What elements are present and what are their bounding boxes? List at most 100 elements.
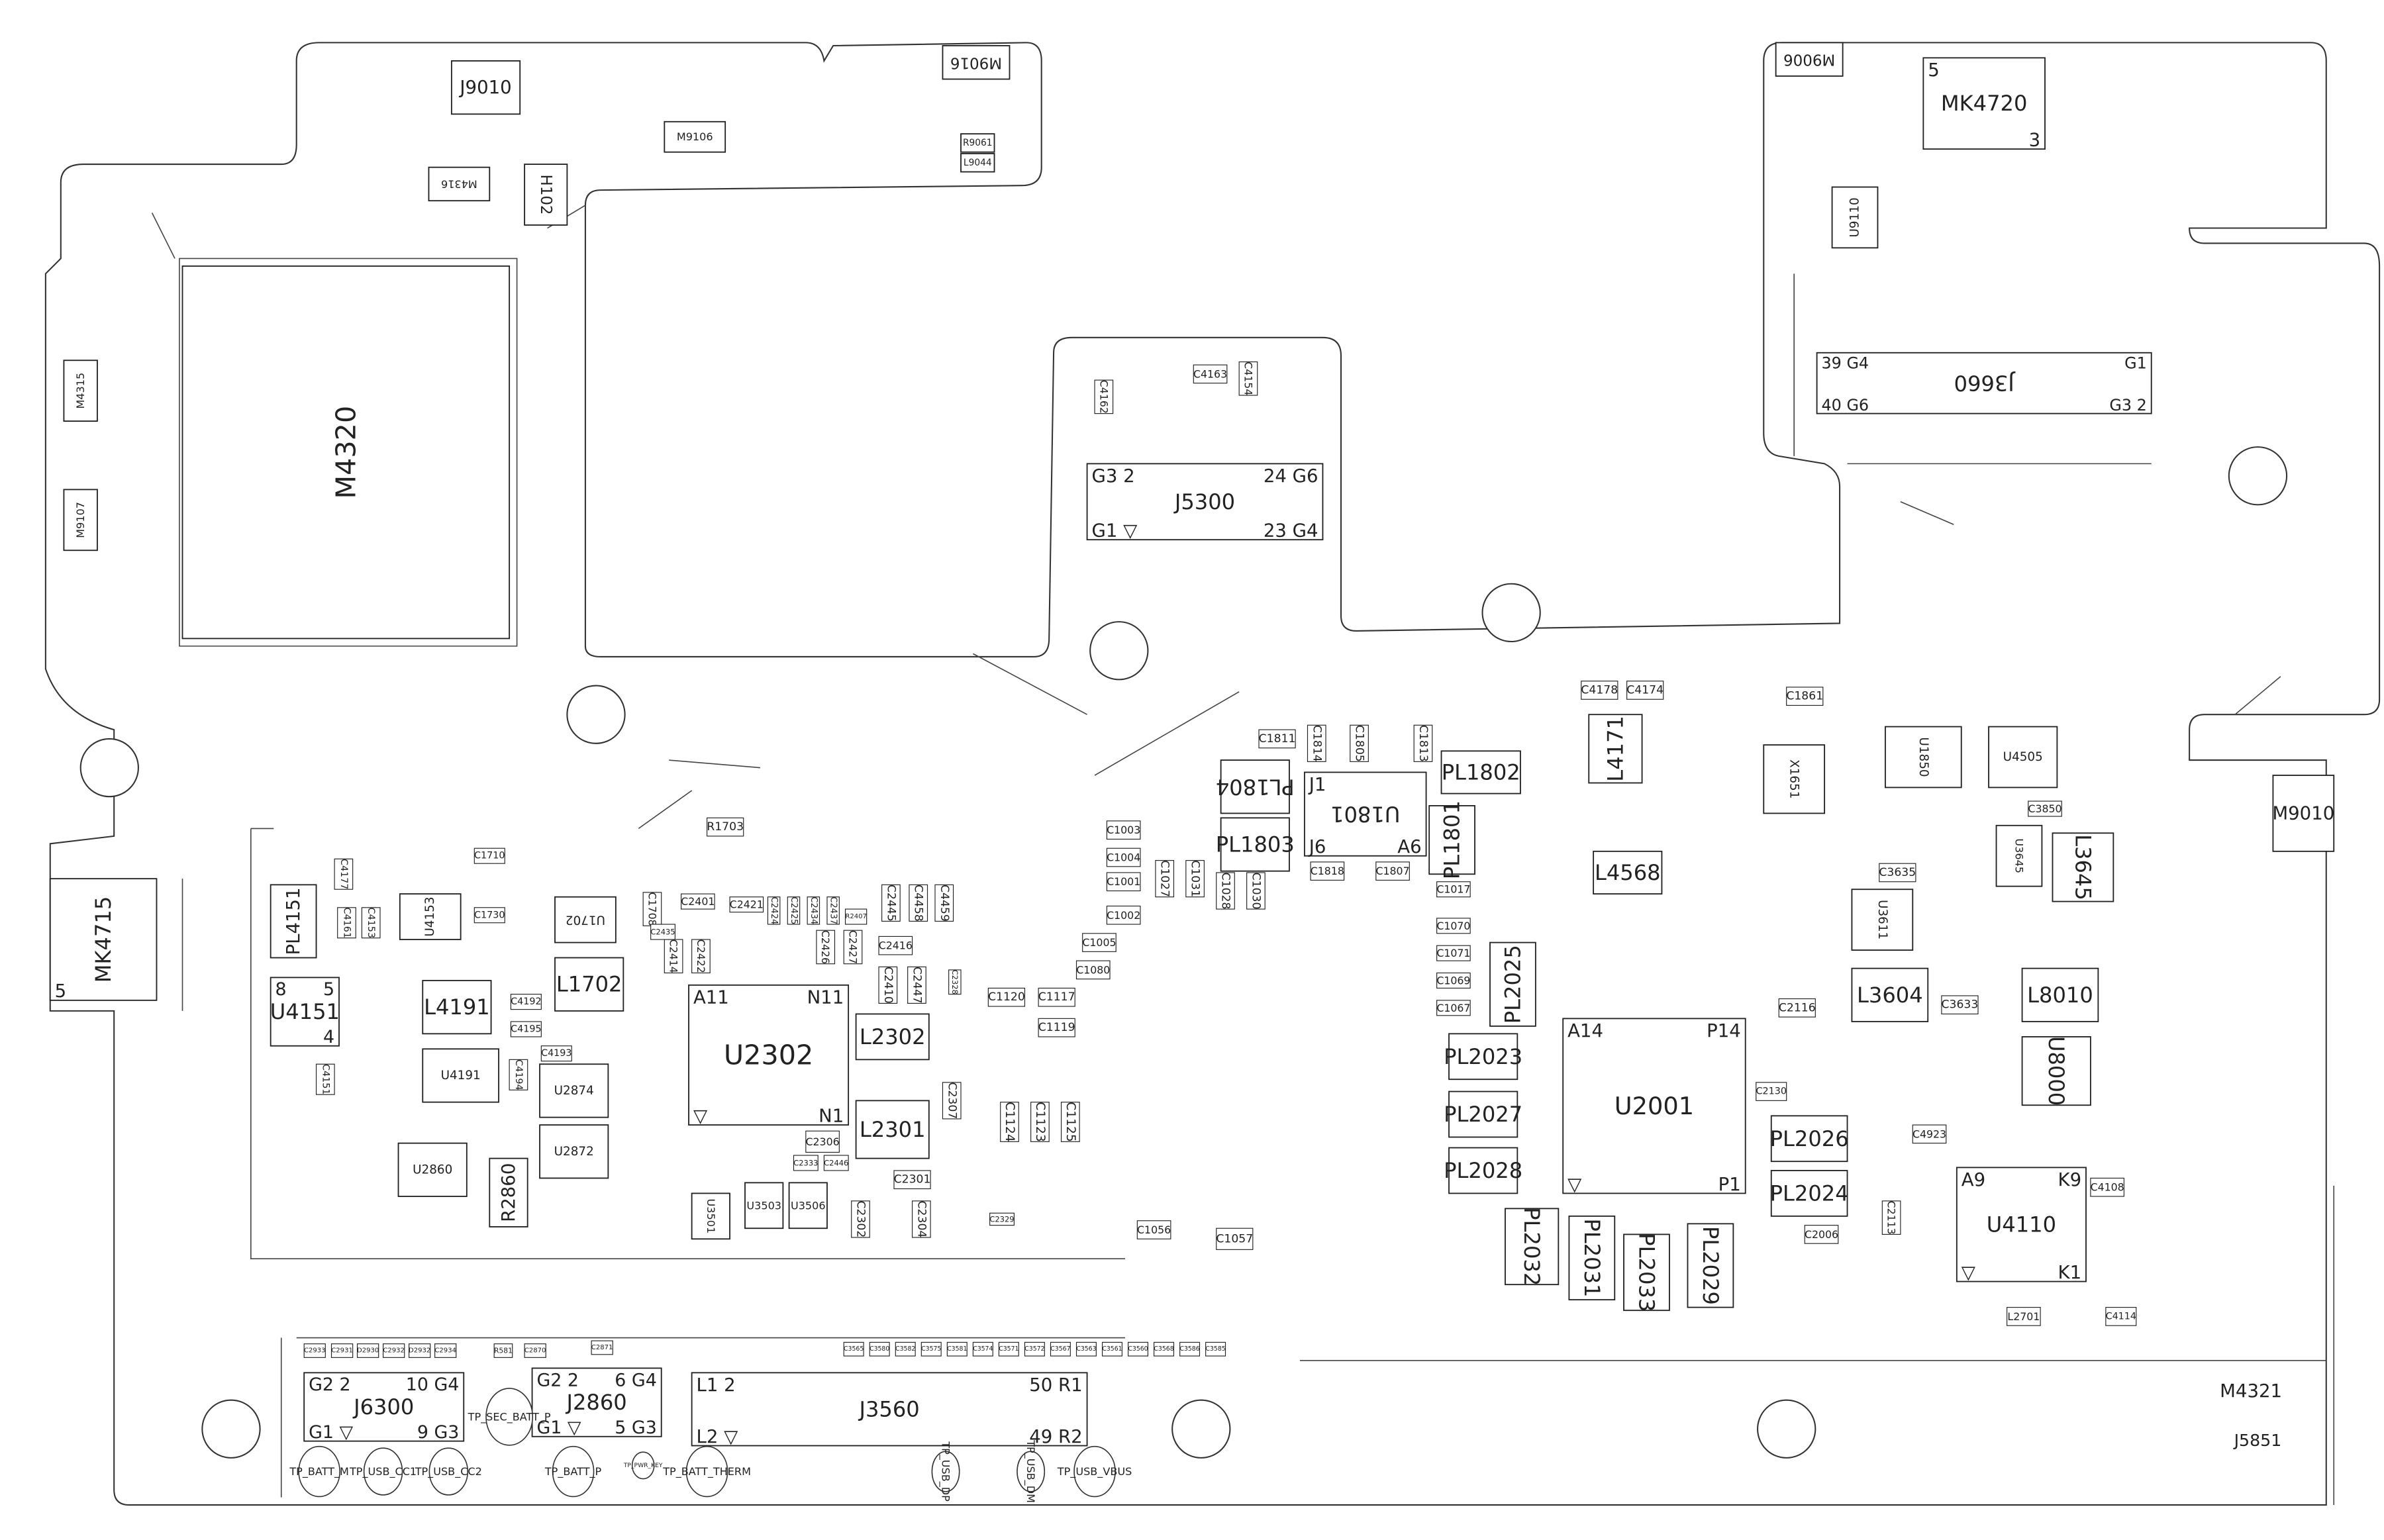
test-point-tp-usb-cc1[interactable]: TP_USB_CC1 xyxy=(349,1447,417,1496)
part-c2421[interactable]: C2421 xyxy=(729,896,764,913)
component-pl1802[interactable]: PL1802 xyxy=(1440,750,1521,794)
part-c1002[interactable]: C1002 xyxy=(1106,905,1141,925)
component-u1702[interactable]: U1702 xyxy=(554,896,617,943)
part-c1807[interactable]: C1807 xyxy=(1375,861,1410,881)
component-pl2025[interactable]: PL2025 xyxy=(1489,941,1536,1027)
part-c4194[interactable]: C4194 xyxy=(509,1059,528,1090)
test-point-tp-usb-dm[interactable]: TP_USB_DM xyxy=(1017,1439,1046,1503)
part-c2932[interactable]: C2932 xyxy=(382,1343,405,1358)
part-c2113[interactable]: C2113 xyxy=(1881,1200,1901,1235)
part-c1708[interactable]: C1708 xyxy=(642,892,662,926)
part-c1814[interactable]: C1814 xyxy=(1307,724,1326,762)
part-c3563[interactable]: C3563 xyxy=(1075,1341,1097,1357)
part-c1067[interactable]: C1067 xyxy=(1436,1000,1471,1016)
part-c4161[interactable]: C4161 xyxy=(337,907,356,939)
part-c2328[interactable]: C2328 xyxy=(948,969,962,995)
part-c1805[interactable]: C1805 xyxy=(1350,724,1369,762)
part-c2446[interactable]: C2446 xyxy=(823,1155,849,1171)
part-c1124[interactable]: C1124 xyxy=(1000,1102,1019,1142)
component-l9044[interactable]: L9044 xyxy=(960,153,995,173)
part-l2701[interactable]: L2701 xyxy=(2007,1307,2041,1326)
component-u3501[interactable]: U3501 xyxy=(691,1192,730,1240)
part-c1001[interactable]: C1001 xyxy=(1106,872,1141,892)
part-c1813[interactable]: C1813 xyxy=(1413,724,1433,762)
part-c3574[interactable]: C3574 xyxy=(972,1341,993,1357)
part-c1069[interactable]: C1069 xyxy=(1436,972,1471,989)
part-c2437[interactable]: C2437 xyxy=(826,896,840,925)
part-c1028[interactable]: C1028 xyxy=(1216,872,1235,910)
component-m9107[interactable]: M9107 xyxy=(63,489,98,552)
test-point-tp-pwr-key[interactable]: TP_PWR_KEY xyxy=(623,1451,663,1480)
component-u3503[interactable]: U3503 xyxy=(744,1182,784,1229)
part-c4153[interactable]: C4153 xyxy=(361,907,381,939)
part-c1071[interactable]: C1071 xyxy=(1436,945,1471,961)
part-c3635[interactable]: C3635 xyxy=(1879,863,1916,883)
component-pl2026[interactable]: PL2026 xyxy=(1770,1115,1849,1163)
test-point-tp-batt-therm[interactable]: TP_BATT_THERM xyxy=(662,1445,751,1498)
part-r2407[interactable]: R2407 xyxy=(844,908,868,925)
part-c2422[interactable]: C2422 xyxy=(691,939,711,974)
component-pl1804[interactable]: PL1804 xyxy=(1216,759,1295,814)
test-point-tp-usb-vbus[interactable]: TP_USB_VBUS xyxy=(1057,1445,1132,1498)
component-m9106[interactable]: M9106 xyxy=(664,120,726,153)
part-c3571[interactable]: C3571 xyxy=(998,1341,1019,1357)
part-c1123[interactable]: C1123 xyxy=(1030,1102,1050,1142)
part-c4151[interactable]: C4151 xyxy=(315,1063,335,1095)
part-c4923[interactable]: C4923 xyxy=(1912,1124,1947,1144)
part-c1017[interactable]: C1017 xyxy=(1436,881,1471,898)
part-c2931[interactable]: C2931 xyxy=(330,1343,354,1358)
part-c2447[interactable]: C2447 xyxy=(907,966,926,1004)
test-point-tp-usb-cc2[interactable]: TP_USB_CC2 xyxy=(415,1447,482,1496)
test-point-tp-batt-p[interactable]: TP_BATT_P xyxy=(544,1445,602,1498)
part-c1730[interactable]: C1730 xyxy=(473,907,505,924)
part-c2401[interactable]: C2401 xyxy=(680,893,715,910)
part-c3565[interactable]: C3565 xyxy=(843,1341,864,1357)
part-c2871[interactable]: C2871 xyxy=(591,1340,613,1355)
component-l1702[interactable]: L1702 xyxy=(554,957,624,1012)
part-c4114[interactable]: C4114 xyxy=(2105,1307,2137,1326)
part-c2414[interactable]: C2414 xyxy=(664,939,683,974)
component-u3611[interactable]: U3611 xyxy=(1851,889,1914,951)
part-c2006[interactable]: C2006 xyxy=(1804,1225,1839,1244)
part-d2932[interactable]: D2932 xyxy=(409,1343,431,1358)
test-point-tp-usb-dp[interactable]: TP_USB_DP xyxy=(931,1441,960,1502)
part-c3560[interactable]: C3560 xyxy=(1127,1341,1148,1357)
part-c3581[interactable]: C3581 xyxy=(946,1341,968,1357)
component-pl2027[interactable]: PL2027 xyxy=(1444,1090,1522,1138)
component-u3506[interactable]: U3506 xyxy=(788,1182,828,1229)
part-c3575[interactable]: C3575 xyxy=(920,1341,942,1357)
part-c4108[interactable]: C4108 xyxy=(2090,1177,2124,1197)
part-c2424[interactable]: C2424 xyxy=(767,896,781,925)
component-r2860[interactable]: R2860 xyxy=(489,1157,528,1227)
part-c3580[interactable]: C3580 xyxy=(869,1341,890,1357)
part-c2427[interactable]: C2427 xyxy=(843,930,863,965)
part-c2130[interactable]: C2130 xyxy=(1756,1082,1787,1101)
part-c4177[interactable]: C4177 xyxy=(334,858,354,890)
test-point-tp-sec-batt-p[interactable]: TP_SEC_BATT_P xyxy=(468,1388,551,1446)
part-c4162[interactable]: C4162 xyxy=(1094,379,1114,414)
part-c2333[interactable]: C2333 xyxy=(793,1155,819,1171)
part-c4458[interactable]: C4458 xyxy=(909,884,928,922)
component-u2860[interactable]: U2860 xyxy=(397,1142,468,1197)
component-pl1803[interactable]: PL1803 xyxy=(1216,817,1295,872)
component-l4191[interactable]: L4191 xyxy=(422,980,492,1035)
part-c1861[interactable]: C1861 xyxy=(1786,687,1824,706)
component-u4191[interactable]: U4191 xyxy=(422,1048,499,1103)
component-l2302[interactable]: L2302 xyxy=(855,1013,930,1061)
component-u4153[interactable]: U4153 xyxy=(399,893,462,940)
part-c1030[interactable]: C1030 xyxy=(1246,872,1266,910)
component-u2874[interactable]: U2874 xyxy=(539,1063,609,1118)
part-c1710[interactable]: C1710 xyxy=(473,847,505,864)
component-pl2031[interactable]: PL2031 xyxy=(1568,1215,1616,1301)
component-l3604[interactable]: L3604 xyxy=(1851,967,1929,1022)
component-m9016[interactable]: M9016 xyxy=(942,45,1011,80)
component-m4320[interactable]: M4320 xyxy=(181,265,511,640)
part-c3582[interactable]: C3582 xyxy=(895,1341,916,1357)
